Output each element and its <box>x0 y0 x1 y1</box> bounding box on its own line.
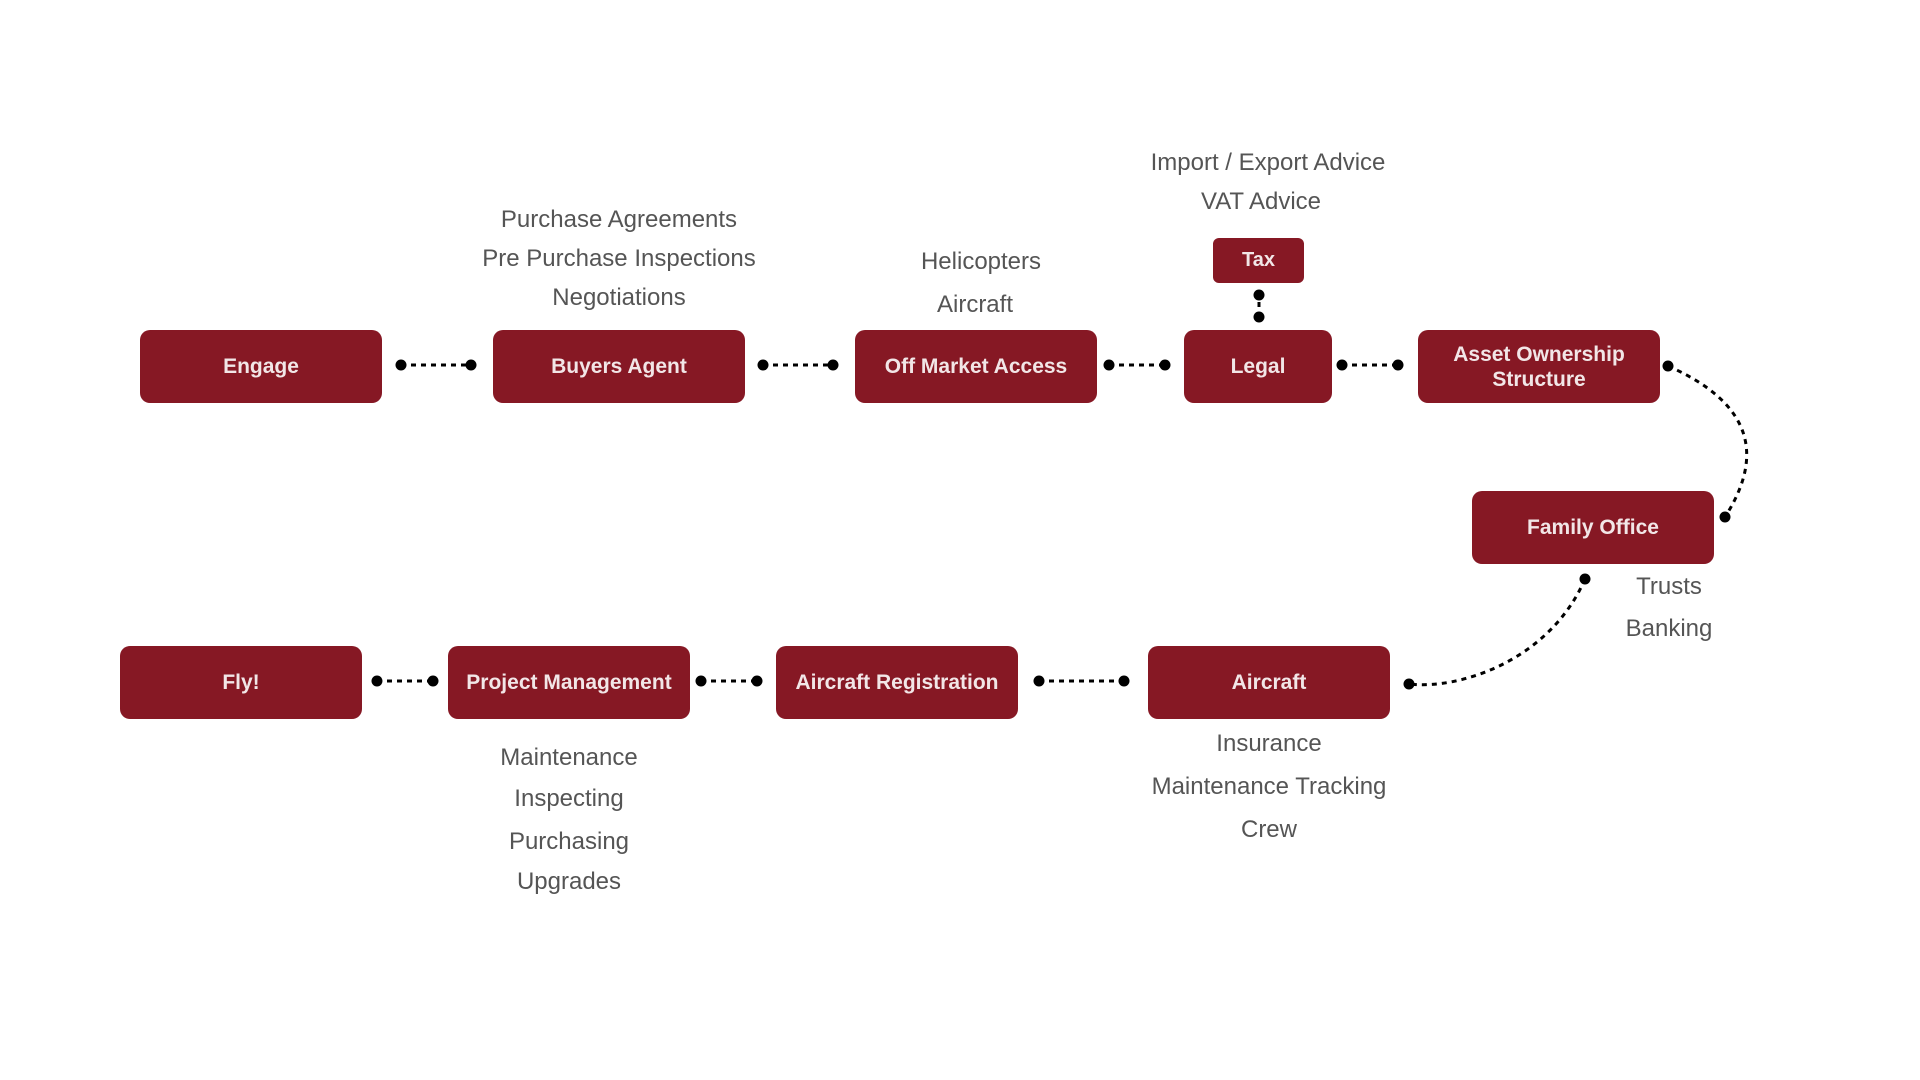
note-aircraft: Insurance <box>1216 730 1322 757</box>
note-project-management: Purchasing <box>508 828 630 855</box>
note-project-management: Upgrades <box>516 868 622 895</box>
note-buyers-agent: Negotiations <box>552 284 686 311</box>
node-aircraft-label: Aircraft <box>1231 671 1307 694</box>
node-legal-label: Legal <box>1230 355 1286 378</box>
node-off-market-access[interactable]: Off Market Access <box>855 330 1097 403</box>
note-aircraft: Crew <box>1240 816 1297 843</box>
node-engage[interactable]: Engage <box>140 330 382 403</box>
node-aircraft[interactable]: Aircraft <box>1148 646 1390 719</box>
note-off-market-access: Helicopters <box>920 248 1042 275</box>
node-aircraft-registration-label: Aircraft Registration <box>795 671 999 694</box>
node-fly-label: Fly! <box>222 671 260 694</box>
connector-asset-ownership-family-office <box>1667 364 1749 518</box>
node-buyers-agent[interactable]: Buyers Agent <box>493 330 745 403</box>
node-off-market-access-label: Off Market Access <box>884 355 1068 378</box>
note-project-management: Maintenance <box>500 744 638 771</box>
node-tax-label: Tax <box>1242 249 1275 271</box>
note-family-office: Trusts <box>1636 573 1702 600</box>
node-project-management[interactable]: Project Management <box>448 646 690 719</box>
node-tax[interactable]: Tax <box>1213 238 1304 283</box>
node-project-management-label: Project Management <box>466 671 672 694</box>
node-buyers-agent-label: Buyers Agent <box>551 355 687 378</box>
node-family-office-label: Family Office <box>1527 516 1659 539</box>
node-aircraft-registration[interactable]: Aircraft Registration <box>776 646 1018 719</box>
node-asset-ownership-label-line1: Asset Ownership <box>1453 342 1625 366</box>
note-project-management: Inspecting <box>514 785 624 812</box>
note-buyers-agent: Pre Purchase Inspections <box>482 245 756 272</box>
node-engage-label: Engage <box>223 355 299 378</box>
node-asset-ownership-label-line2: Structure <box>1492 367 1586 391</box>
note-family-office: Banking <box>1625 615 1713 642</box>
note-tax: VAT Advice <box>1200 188 1322 215</box>
note-tax: Import / Export Advice <box>1150 149 1386 176</box>
node-family-office[interactable]: Family Office <box>1472 491 1714 564</box>
node-legal[interactable]: Legal <box>1184 330 1332 403</box>
note-aircraft: Maintenance Tracking <box>1151 773 1387 800</box>
node-asset-ownership-structure[interactable]: Asset Ownership Structure <box>1418 330 1660 403</box>
node-fly[interactable]: Fly! <box>120 646 362 719</box>
connector-family-office-aircraft <box>1408 578 1587 687</box>
note-off-market-access: Aircraft <box>936 291 1013 318</box>
note-buyers-agent: Purchase Agreements <box>500 206 738 233</box>
